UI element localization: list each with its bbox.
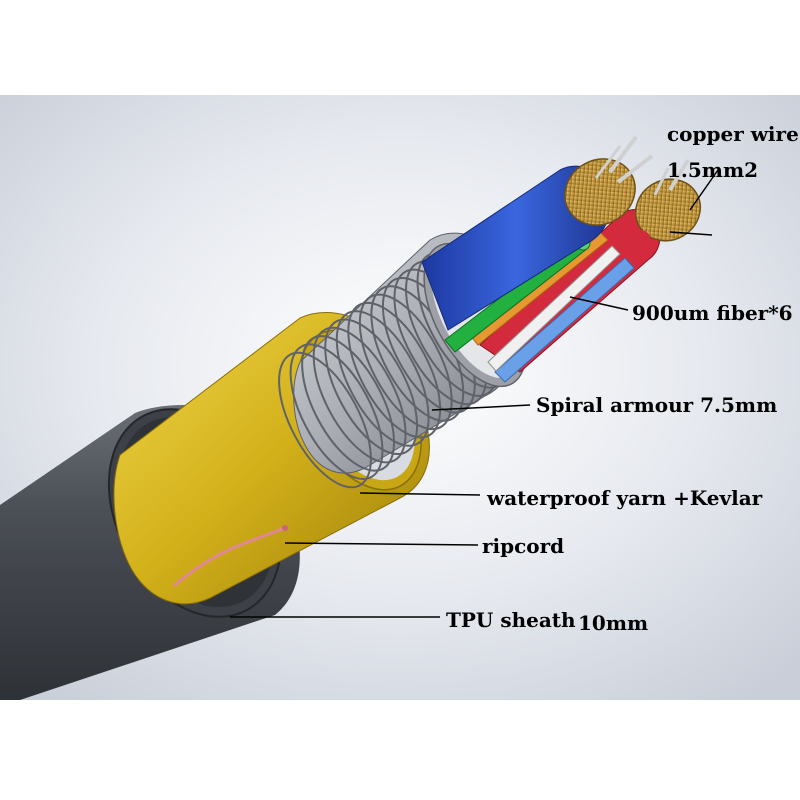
- armour-ring: [324, 318, 419, 456]
- armour-ring: [312, 326, 407, 464]
- label-tpu-sheath-size: 10mm: [578, 611, 649, 635]
- copper-conductor-top: [564, 135, 654, 226]
- label-fiber: 900um fiber*6: [632, 301, 793, 325]
- label-waterproof-yarn: waterproof yarn +Kevlar: [487, 486, 763, 510]
- armour-ring: [289, 343, 384, 480]
- copper-conductor-right: [630, 158, 702, 246]
- label-copper-wire: copper wire: [667, 122, 799, 146]
- label-tpu-sheath: TPU sheath: [446, 608, 576, 632]
- armour-ring: [358, 293, 453, 431]
- label-ripcord: ripcord: [482, 534, 565, 558]
- white-fiber: [487, 245, 621, 372]
- armour-ring: [347, 301, 442, 439]
- armour-ring: [301, 335, 395, 472]
- armour-ring: [278, 351, 372, 489]
- leader-lines: [230, 169, 719, 618]
- ripcord-line: [173, 526, 287, 587]
- armour-ring: [335, 310, 430, 447]
- label-copper-size: 1.5mm2: [667, 158, 759, 182]
- light-blue-fiber: [494, 257, 635, 383]
- label-spiral-armour: Spiral armour 7.5mm: [536, 393, 778, 417]
